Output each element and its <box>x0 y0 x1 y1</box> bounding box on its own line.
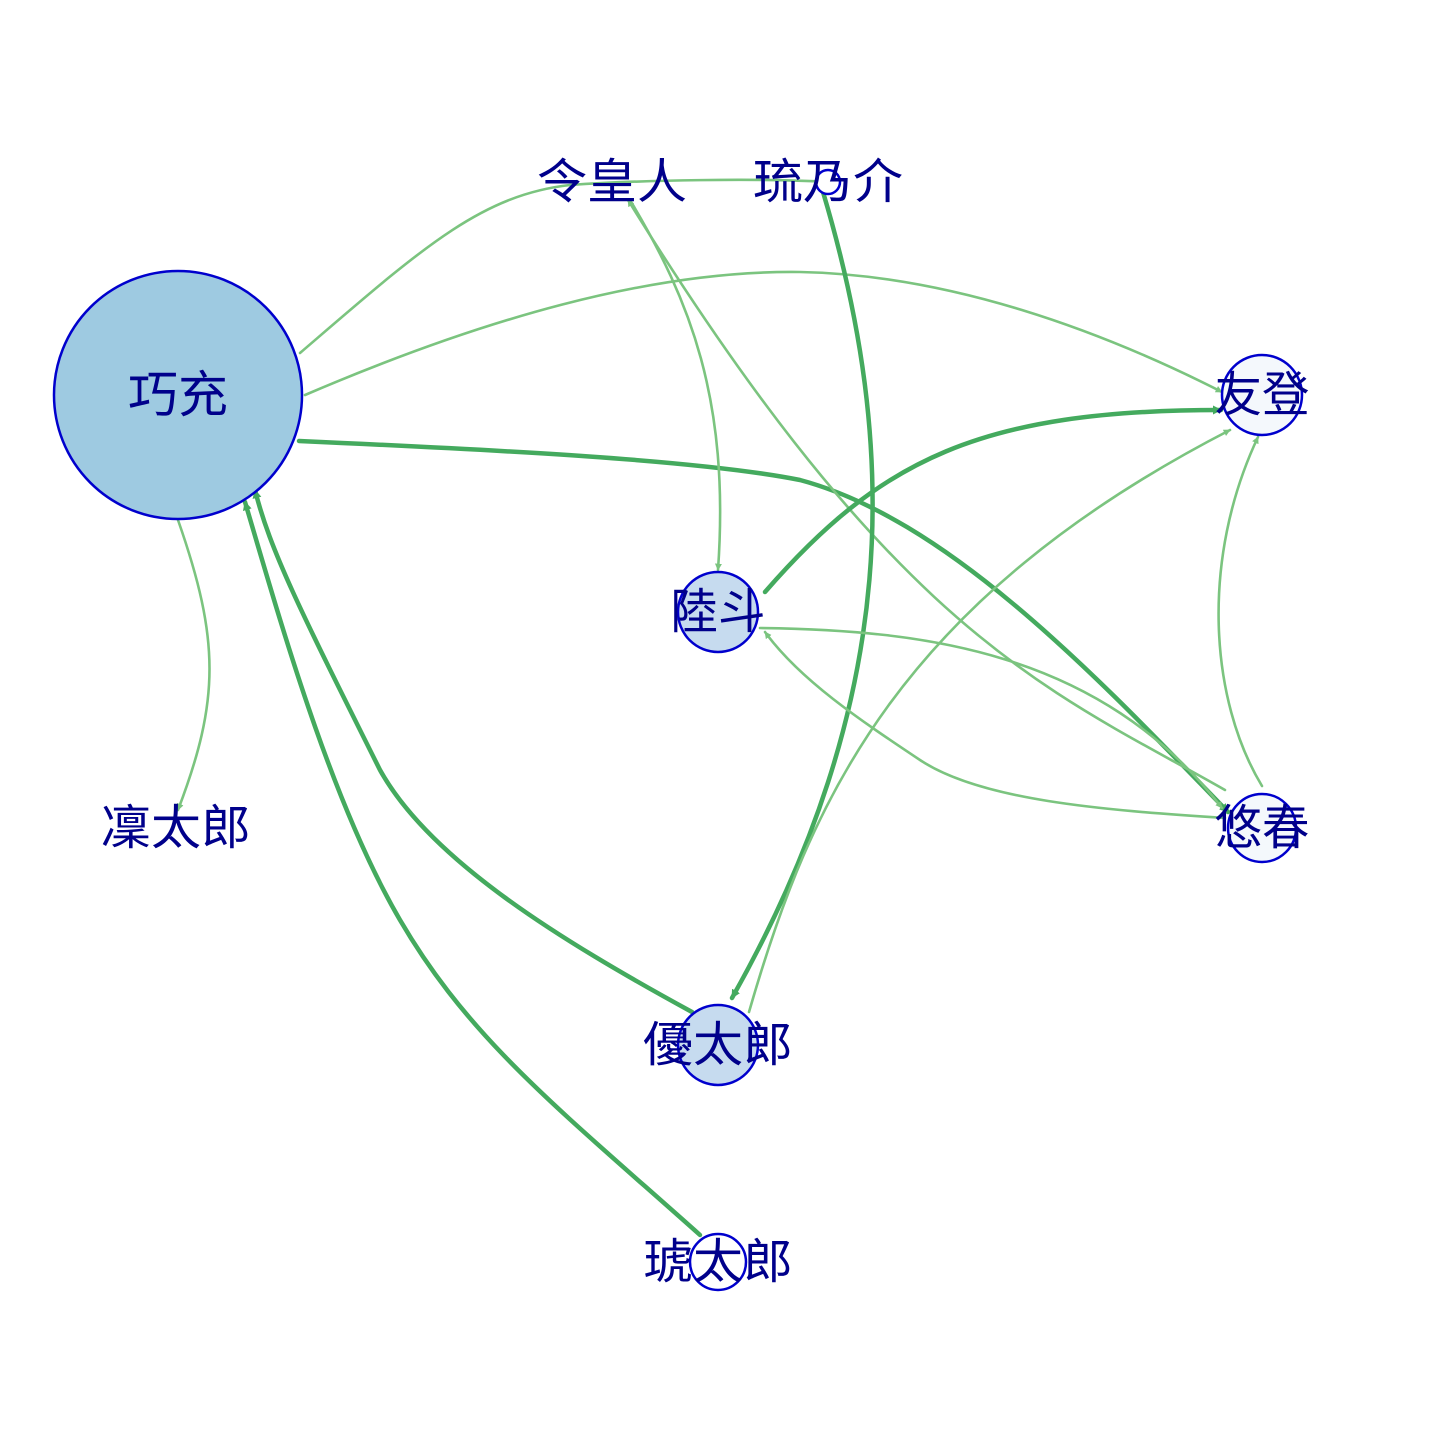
node-label-linlang: 凜太郎 <box>101 800 251 856</box>
node-label-ludou: 陸斗 <box>671 584 766 640</box>
node-label-hutailang: 琥太郎 <box>643 1234 793 1290</box>
node-ludou <box>676 570 760 654</box>
node-youdeng <box>1220 353 1304 437</box>
node-label-youchun: 悠春 <box>1215 800 1310 856</box>
nodes-layer <box>52 168 1304 1292</box>
edge-ludou-to-youdeng <box>762 405 1224 595</box>
node-youtailang <box>676 1003 760 1087</box>
edge-lingwang-to-ludou <box>628 198 722 572</box>
node-label-youtailang: 優太郎 <box>643 1017 793 1073</box>
edge-youtailang-to-youdeng <box>747 428 1232 1014</box>
node-label-lingwang: 令皇人 <box>537 154 687 210</box>
node-qiaochong <box>52 269 304 521</box>
edge-youtailang-to-qiaochong <box>252 487 695 1015</box>
edge-qiaochong-to-youdeng <box>303 270 1224 397</box>
edge-youchun-to-lingwang <box>626 198 1227 792</box>
node-label-youdeng: 友登 <box>1215 367 1310 423</box>
edge-qiaochong-to-youchun <box>296 438 1231 815</box>
edge-qiaochong-to-liunaijie <box>298 178 830 355</box>
edge-qiaochong-to-linlang <box>176 518 211 812</box>
edge-youchun-to-youdeng <box>1217 435 1264 788</box>
node-label-liunaijie: 琉乃介 <box>753 154 903 210</box>
edge-liunaijie-to-youtailang <box>729 189 875 1001</box>
node-liunaijie <box>814 168 842 196</box>
edge-hutailang-to-qiaochong <box>242 499 703 1238</box>
node-label-qiaochong: 巧充 <box>128 366 228 424</box>
edges-layer <box>176 178 1264 1238</box>
edge-ludou-to-youchun <box>758 626 1224 810</box>
node-youchun <box>1226 792 1298 864</box>
node-hutailang <box>688 1232 748 1292</box>
edge-youchun-to-ludou <box>763 630 1227 820</box>
